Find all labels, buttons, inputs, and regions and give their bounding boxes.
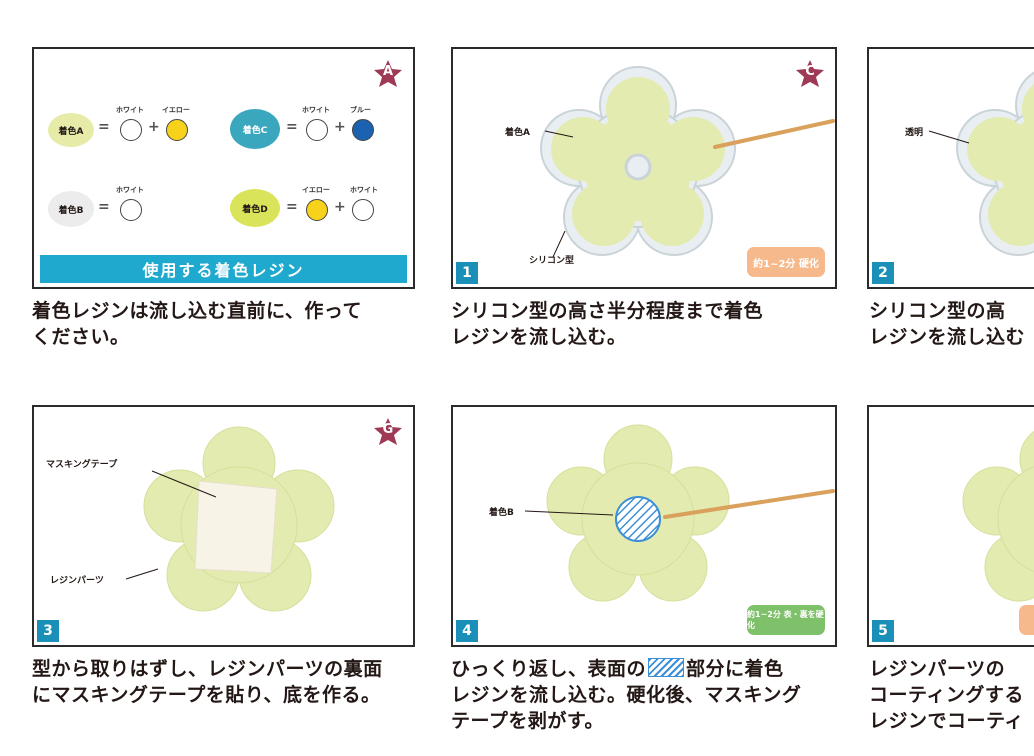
equals-sign: = — [286, 119, 298, 135]
caption-line: レジンパーツの — [869, 658, 1006, 680]
caption-line: 着色レジンは流し込む直前に、作って — [32, 300, 362, 322]
resin-d-blob: 着色D — [230, 189, 280, 227]
white-circle — [120, 199, 142, 221]
step-number: 1 — [456, 262, 478, 284]
resin-b-blob: 着色B — [48, 191, 94, 227]
panel-step-5: 5 — [867, 405, 1034, 647]
caption-line: レジンを流し込む。硬化後、マスキング — [451, 684, 802, 706]
cure-time-badge: 約1~2分 硬化 — [747, 247, 825, 277]
caption-line: コーティングする — [869, 684, 1024, 706]
resin-part-illustration — [125, 426, 335, 612]
plus-sign: + — [148, 119, 160, 135]
white-label: ホワイト — [116, 186, 144, 194]
white-label: ホワイト — [302, 106, 330, 114]
panel-step-1: 着色A シリコン型 C 約1~2分 硬化 1 — [451, 47, 837, 289]
blue-circle — [352, 119, 374, 141]
blue-label: ブルー — [350, 106, 371, 114]
flower-mold-illustration — [928, 71, 1034, 256]
equals-sign: = — [98, 199, 110, 215]
star-letter: C — [805, 64, 815, 79]
panel-title-bar: 使用する着色レジン — [40, 255, 407, 283]
step-number: 4 — [456, 620, 478, 642]
cure-time-badge: 約1~2分 表・裏を硬化 — [747, 605, 825, 635]
plus-sign: + — [334, 119, 346, 135]
caption-line: 型から取りはずし、レジンパーツの裏面 — [32, 658, 383, 680]
star-icon — [374, 60, 402, 87]
callout-color-b: 着色B — [489, 508, 514, 518]
caption-a: 着色レジンは流し込む直前に、作って ください。 — [32, 298, 362, 350]
coating-illustration — [962, 430, 1034, 635]
yellow-label: イエロー — [162, 106, 190, 114]
caption-line: シリコン型の高さ半分程度まで着色 — [451, 300, 764, 322]
step-number: 3 — [37, 620, 59, 642]
star-badge-g: G — [373, 417, 403, 447]
panel-step-2: 透明 2 — [867, 47, 1034, 289]
caption-text: ひっくり返し、表面の — [451, 658, 647, 680]
plus-sign: + — [334, 199, 346, 215]
flip-pour-illustration — [524, 424, 835, 602]
caption-text: 部分に着色 — [686, 658, 784, 680]
star-icon — [374, 418, 402, 445]
caption-5: レジンパーツの コーティングする レジンでコーティ — [869, 656, 1024, 734]
yellow-circle — [306, 199, 328, 221]
caption-1: シリコン型の高さ半分程度まで着色 レジンを流し込む。 — [451, 298, 763, 350]
star-letter: A — [382, 64, 394, 79]
callout-color-a: 着色A — [505, 128, 530, 138]
yellow-label: イエロー — [302, 186, 330, 194]
white-label: ホワイト — [350, 186, 378, 194]
resin-d-label: 着色D — [242, 204, 268, 215]
step-number: 5 — [872, 620, 894, 642]
callout-clear: 透明 — [905, 128, 924, 138]
caption-line: シリコン型の高 — [869, 300, 1006, 322]
equals-sign: = — [98, 119, 110, 135]
caption-line: ください。 — [32, 326, 130, 348]
caption-line: ひっくり返し、表面の 部分に着色 — [451, 656, 801, 682]
star-icon — [796, 60, 824, 87]
callout-mold: シリコン型 — [529, 256, 575, 266]
caption-line: レジンを流し込む。 — [451, 326, 627, 348]
caption-line: レジンでコーティ — [869, 710, 1024, 732]
resin-c-label: 着色C — [242, 125, 268, 136]
caption-4: ひっくり返し、表面の 部分に着色 レジンを流し込む。硬化後、マスキング テープを剥… — [451, 656, 801, 734]
resin-b-label: 着色B — [58, 205, 84, 216]
equals-sign: = — [286, 199, 298, 215]
hatched-area-icon — [648, 658, 685, 677]
yellow-circle — [166, 119, 188, 141]
white-circle — [352, 199, 374, 221]
caption-2: シリコン型の高 レジンを流し込む — [869, 298, 1025, 350]
callout-resin-part: レジンパーツ — [50, 576, 104, 586]
panel-step-4: 着色B 約1~2分 表・裏を硬化 4 — [451, 405, 837, 647]
white-circle — [306, 119, 328, 141]
caption-3: 型から取りはずし、レジンパーツの裏面 にマスキングテープを貼り、底を作る。 — [32, 656, 383, 708]
resin-c-blob: 着色C — [230, 109, 280, 149]
step-number: 2 — [872, 262, 894, 284]
star-badge-a: A — [373, 59, 403, 89]
panel-colored-resin: A 着色A = ホワイト + イエロー 着色C = ホワイト + ブルー 着色B… — [32, 47, 415, 289]
caption-line: レジンを流し込む — [869, 326, 1026, 348]
resin-a-blob: 着色A — [48, 113, 94, 147]
caption-line: にマスキングテープを貼り、底を作る。 — [32, 684, 381, 706]
star-letter: G — [382, 422, 394, 437]
white-circle — [120, 119, 142, 141]
white-label: ホワイト — [116, 106, 144, 114]
star-badge-c: C — [795, 59, 825, 89]
callout-masking-tape: マスキングテープ — [46, 460, 118, 470]
caption-line: テープを剥がす。 — [451, 710, 604, 732]
resin-a-label: 着色A — [58, 126, 84, 137]
flower-mold-illustration — [540, 66, 835, 258]
panel-step-3: マスキングテープ レジンパーツ G 3 — [32, 405, 415, 647]
